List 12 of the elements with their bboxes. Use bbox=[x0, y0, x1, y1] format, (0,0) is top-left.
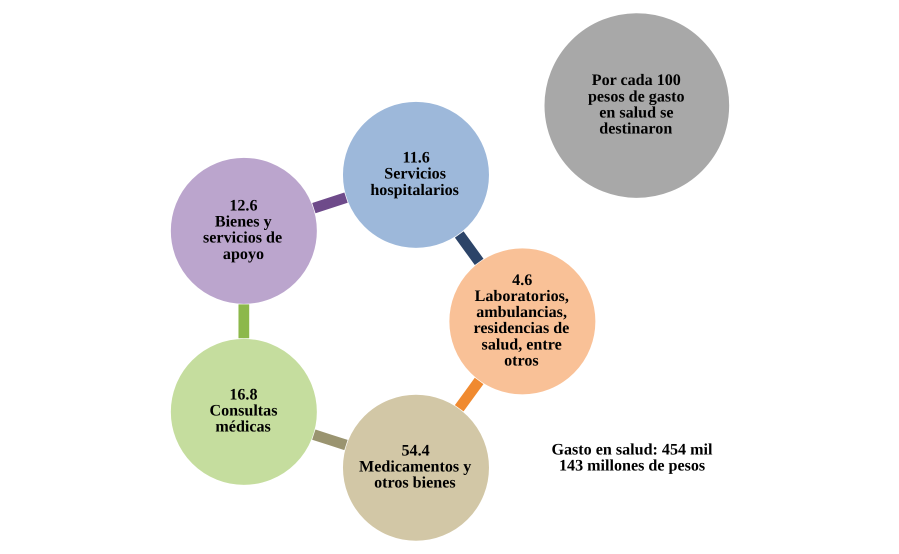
connector bbox=[454, 378, 483, 412]
connector bbox=[312, 192, 348, 214]
connector bbox=[312, 429, 348, 450]
node-circle: 12.6 Bienes y servicios de apoyo bbox=[169, 156, 318, 305]
node-circle: 4.6 Laboratorios, ambulancias, residencias de salud, entre otros bbox=[448, 247, 596, 396]
label: Gasto en salud: 454 mil 143 millones de pesos bbox=[550, 441, 712, 475]
node-circle: 11.6 Servicios hospitalarios bbox=[341, 100, 490, 249]
node-circle: 16.8 Consultas médicas bbox=[169, 338, 318, 486]
node-circle: 54.4 Medicamentos y otros bienes bbox=[341, 394, 490, 542]
node-circle: Por cada 100 pesos de gasto en salud se destinaron bbox=[542, 12, 730, 199]
connector bbox=[454, 231, 483, 265]
connector bbox=[238, 304, 249, 338]
